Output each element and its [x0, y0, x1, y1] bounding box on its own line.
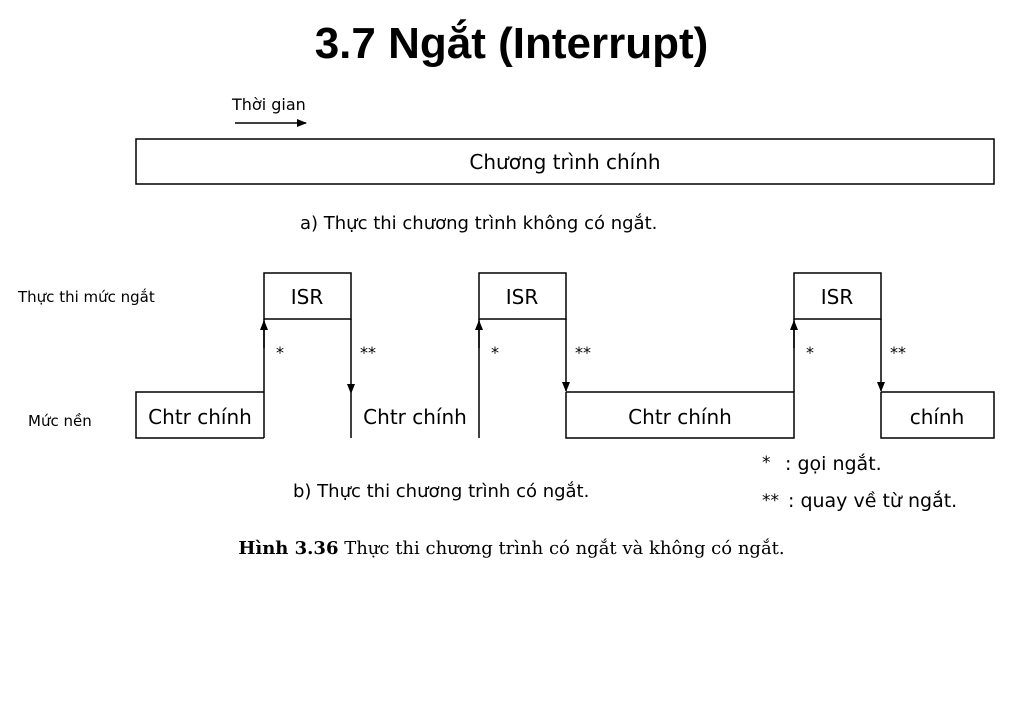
call-mark-3: * — [806, 343, 814, 362]
legend-call-symbol: * — [762, 453, 771, 473]
interrupt-diagram: Thời gian Chương trình chính a) Thực thi… — [10, 88, 1012, 528]
background-label-4: chính — [910, 405, 965, 429]
isr-label-2: ISR — [506, 285, 539, 309]
isr-block-3 — [793, 272, 882, 320]
call-mark-1: * — [276, 343, 284, 362]
caption-b: b) Thực thi chương trình có ngắt. — [293, 481, 589, 502]
caption-a: a) Thực thi chương trình không có ngắt. — [300, 213, 657, 234]
time-label: Thời gian — [231, 95, 306, 114]
figure-caption: Hình 3.36 Thực thi chương trình có ngắt … — [0, 538, 1023, 559]
return-mark-1: ** — [360, 343, 376, 362]
figure-caption-text: Thực thi chương trình có ngắt và không c… — [338, 538, 785, 559]
main-program-bar — [135, 138, 995, 185]
figure-number: Hình 3.36 — [238, 538, 339, 559]
background-label-1: Chtr chính — [148, 405, 252, 429]
legend-return-text: : quay về từ ngắt. — [788, 489, 957, 512]
background-level-label: Mức nền — [28, 412, 92, 430]
legend-return-symbol: ** — [762, 491, 779, 511]
isr-label-1: ISR — [291, 285, 324, 309]
diagram-canvas: Thời gian Chương trình chính a) Thực thi… — [17, 95, 995, 512]
main-program-label: Chương trình chính — [469, 150, 660, 174]
call-mark-2: * — [491, 343, 499, 362]
background-segment-4 — [880, 391, 995, 439]
background-segment-1 — [135, 391, 264, 439]
background-label-2: Chtr chính — [363, 405, 467, 429]
isr-block-1 — [263, 272, 352, 320]
return-mark-3: ** — [890, 343, 906, 362]
isr-block-2 — [478, 272, 567, 320]
return-mark-2: ** — [575, 343, 591, 362]
isr-label-3: ISR — [821, 285, 854, 309]
background-segment-3 — [565, 391, 795, 439]
interrupt-level-label: Thực thi mức ngắt — [17, 288, 155, 306]
slide-title: 3.7 Ngắt (Interrupt) — [314, 19, 709, 68]
legend-call-text: : gọi ngắt. — [785, 452, 882, 475]
background-label-3: Chtr chính — [628, 405, 732, 429]
